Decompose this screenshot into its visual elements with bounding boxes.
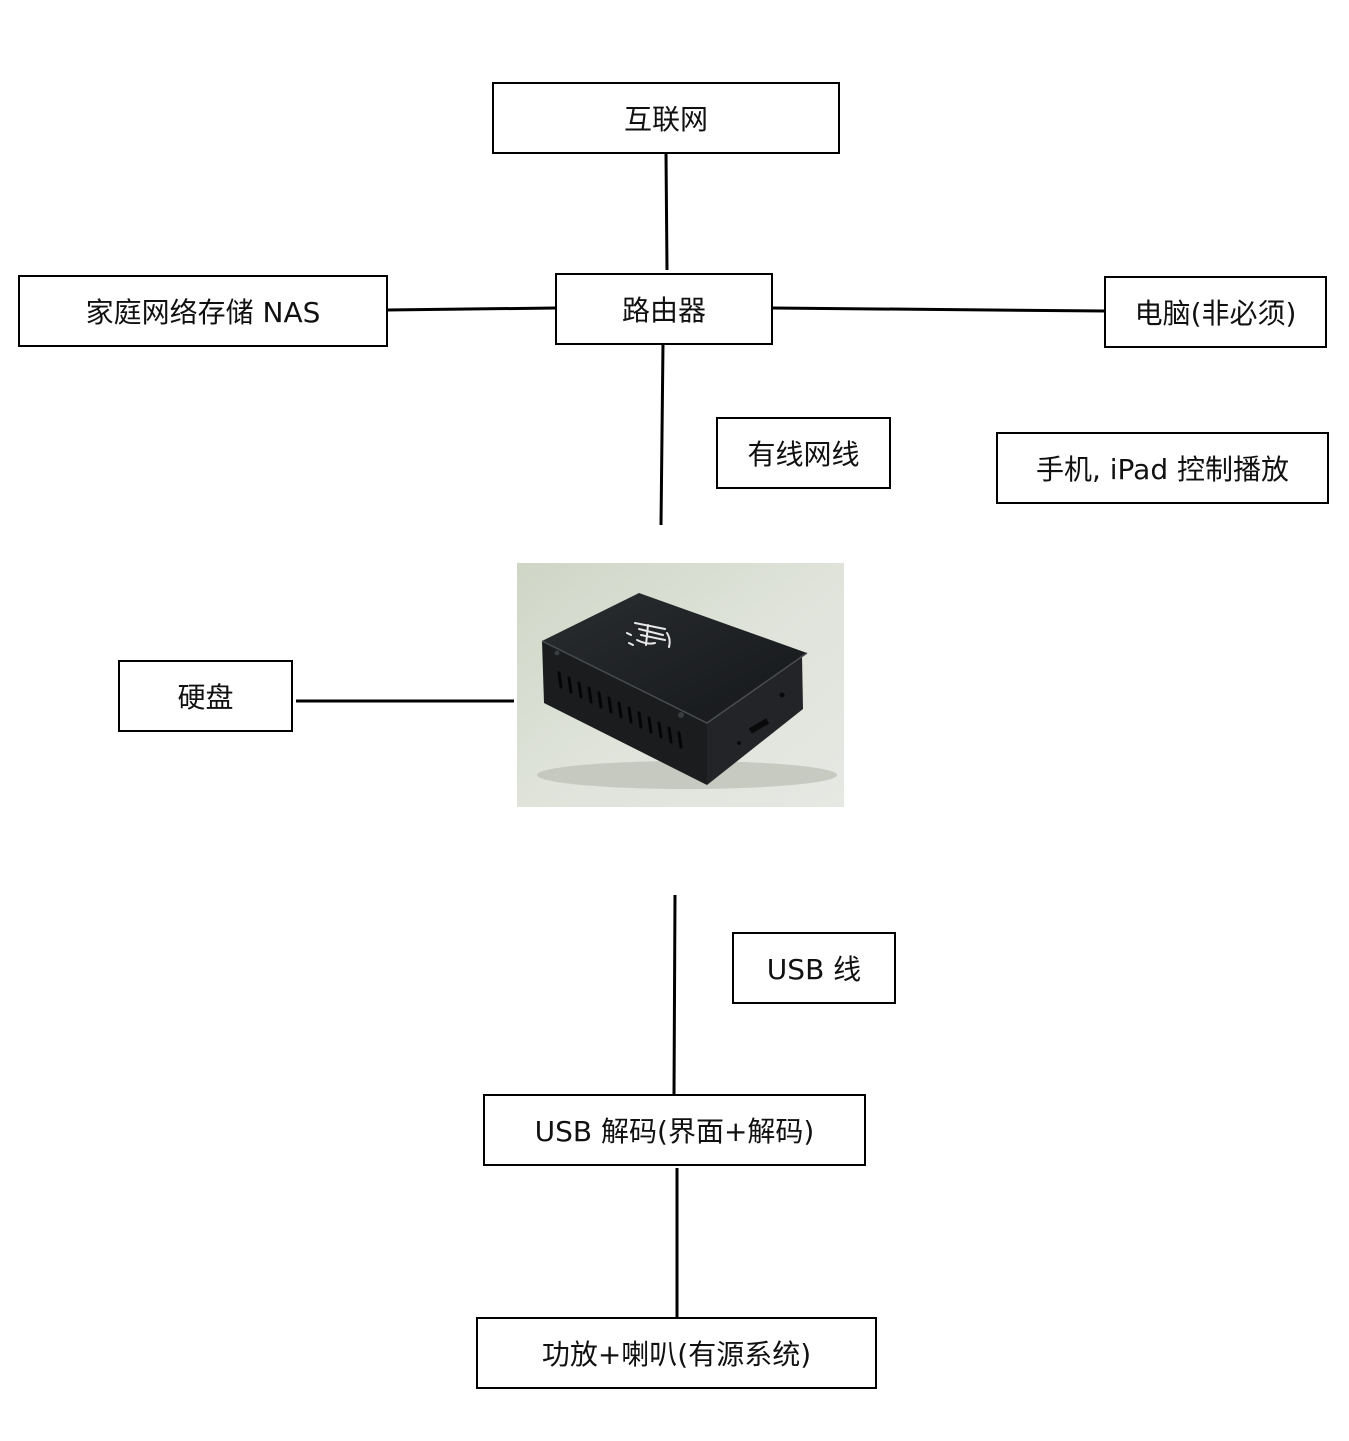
hdd-box: 硬盘 bbox=[118, 660, 293, 732]
phone-box: 手机, iPad 控制播放 bbox=[996, 432, 1329, 504]
amp-label: 功放+喇叭(有源系统) bbox=[541, 1338, 812, 1371]
wired-cable-label: 有线网线 bbox=[747, 438, 860, 471]
edge-router-pc bbox=[771, 306, 1106, 313]
edge-internet-router bbox=[664, 152, 669, 271]
device-photo bbox=[517, 563, 844, 807]
pc-label: 电脑(非必须) bbox=[1134, 297, 1297, 330]
internet-label: 互联网 bbox=[623, 103, 708, 136]
pc-box: 电脑(非必须) bbox=[1104, 276, 1327, 348]
phone-label: 手机, iPad 控制播放 bbox=[1035, 453, 1290, 486]
router-box: 路由器 bbox=[555, 273, 773, 345]
hdd-label: 硬盘 bbox=[177, 681, 234, 714]
wired-cable-box: 有线网线 bbox=[716, 417, 891, 489]
nas-label: 家庭网络存储 NAS bbox=[85, 296, 321, 329]
usb-cable-box: USB 线 bbox=[732, 932, 896, 1004]
edge-device-usbdac bbox=[672, 894, 677, 1096]
router-label: 路由器 bbox=[621, 294, 706, 327]
device-illustration bbox=[517, 563, 844, 807]
usb-dac-box: USB 解码(界面+解码) bbox=[483, 1094, 866, 1166]
internet-box: 互联网 bbox=[492, 82, 840, 154]
usb-dac-label: USB 解码(界面+解码) bbox=[534, 1115, 815, 1148]
amp-box: 功放+喇叭(有源系统) bbox=[476, 1317, 877, 1389]
edge-nas-router bbox=[386, 306, 557, 312]
nas-box: 家庭网络存储 NAS bbox=[18, 275, 388, 347]
edge-router-device bbox=[659, 343, 665, 526]
usb-cable-label: USB 线 bbox=[766, 953, 862, 986]
